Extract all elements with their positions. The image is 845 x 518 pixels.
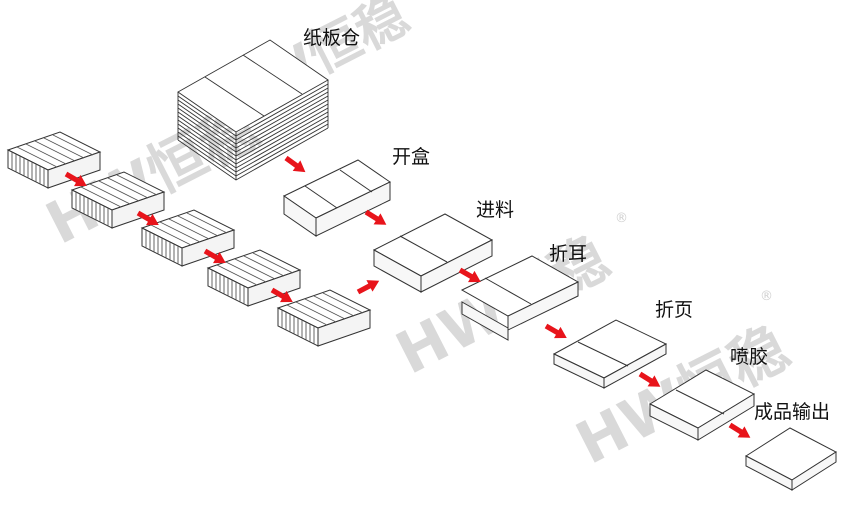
- box-ear-folding: [460, 255, 580, 341]
- label-glue-spray: 喷胶: [730, 346, 768, 368]
- flow-arrow-11: [726, 419, 754, 444]
- label-warehouse: 纸板仓: [303, 27, 360, 49]
- label-output: 成品输出: [754, 401, 830, 423]
- flow-arrow-7: [354, 274, 383, 298]
- cardboard-stack: [177, 39, 329, 181]
- box-opened: [283, 159, 391, 237]
- label-fold-ear: 折耳: [549, 243, 587, 265]
- registered-mark-3: ®: [760, 289, 773, 304]
- box-feeding: [372, 213, 494, 293]
- box-finished: [745, 427, 837, 491]
- flow-arrow-5: [282, 152, 310, 178]
- box-page-folding: [552, 319, 668, 389]
- label-open-box: 开盒: [392, 146, 430, 168]
- registered-mark-2: ®: [615, 211, 628, 226]
- fin-stack-5: [277, 289, 371, 347]
- box-glue-spray: [648, 369, 756, 441]
- label-fold-page: 折页: [655, 299, 693, 321]
- flow-arrow-9: [542, 320, 571, 344]
- label-feed: 进料: [476, 199, 514, 221]
